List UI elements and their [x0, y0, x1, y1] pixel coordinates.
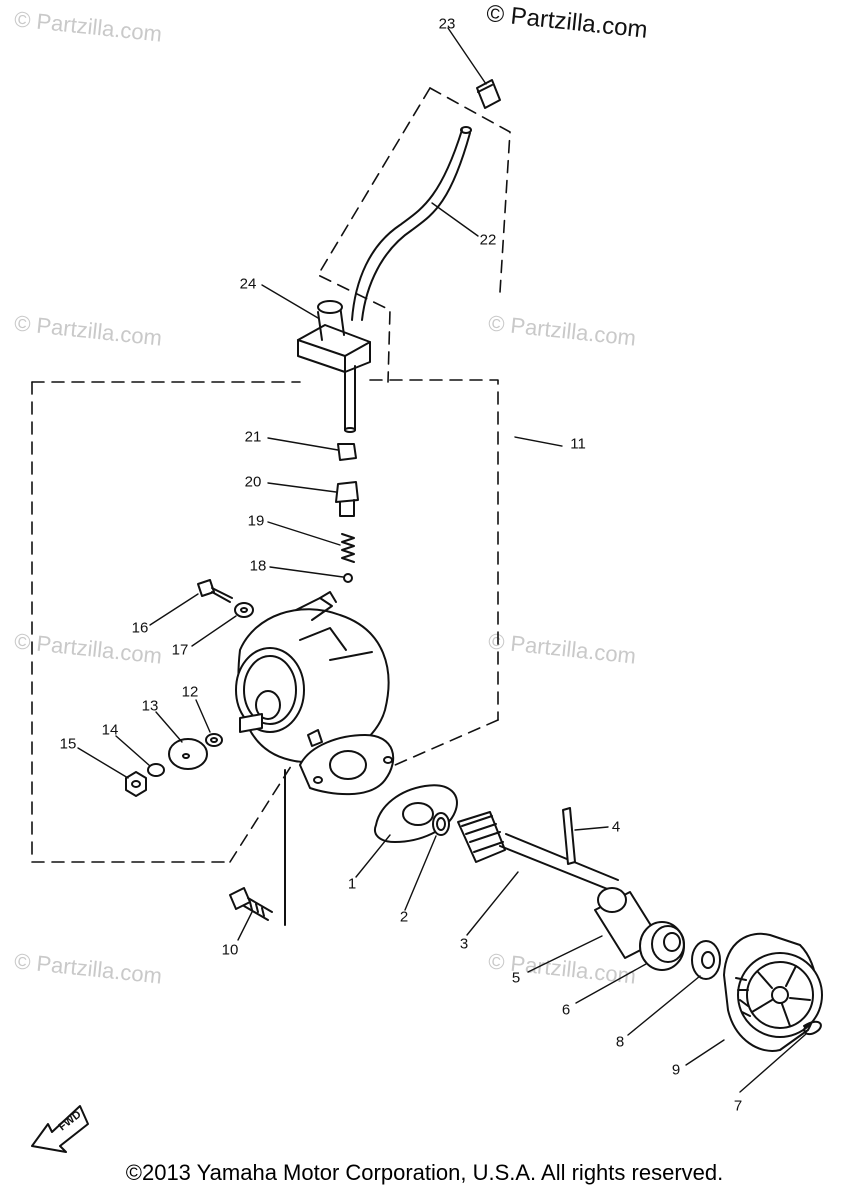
callout-5: 5 — [511, 969, 521, 987]
part-9-gear — [723, 932, 823, 1052]
callout-14: 14 — [101, 721, 119, 739]
callout-9: 9 — [671, 1061, 681, 1079]
callout-2: 2 — [399, 908, 409, 926]
callout-11: 11 — [570, 435, 586, 453]
part-15-nut — [125, 771, 147, 797]
part-20-fitting — [335, 481, 359, 517]
part-14-washer — [147, 763, 165, 777]
part-23-cap — [476, 79, 501, 109]
callout-6: 6 — [561, 1001, 571, 1019]
part-7-circlip — [803, 1020, 822, 1036]
part-4-pin — [562, 807, 576, 865]
part-13-plate — [168, 738, 208, 770]
callout-8: 8 — [615, 1033, 625, 1051]
leader-lines — [77, 27, 807, 1093]
part-19-spring — [341, 533, 355, 563]
callout-4: 4 — [611, 818, 621, 836]
part-21-nut — [337, 443, 357, 461]
part-8-washer — [691, 940, 721, 980]
part-22-pipe — [351, 126, 472, 321]
callout-24: 24 — [239, 275, 257, 293]
callout-13: 13 — [141, 697, 159, 715]
part-6-bearing — [639, 921, 685, 971]
callout-21: 21 — [244, 428, 262, 446]
callout-12: 12 — [181, 683, 199, 701]
part-2-oring — [432, 812, 450, 836]
part-16-screw — [197, 579, 233, 603]
callout-17: 17 — [171, 641, 189, 659]
callout-22: 22 — [479, 231, 497, 249]
callout-23: 23 — [438, 15, 456, 33]
callout-16: 16 — [131, 619, 149, 637]
callout-3: 3 — [459, 935, 469, 953]
part-18-ball — [343, 573, 353, 583]
fwd-arrow-icon — [31, 1105, 89, 1153]
part-3-shaft — [457, 811, 619, 891]
oil-pump-body — [235, 591, 395, 926]
callout-7: 7 — [733, 1097, 743, 1115]
copyright-footer: ©2013 Yamaha Motor Corporation, U.S.A. A… — [125, 1160, 724, 1185]
callout-15: 15 — [59, 735, 77, 753]
callout-19: 19 — [247, 512, 265, 530]
part-17-washer — [234, 602, 254, 618]
callout-1: 1 — [347, 875, 357, 893]
callout-20: 20 — [244, 473, 262, 491]
callout-10: 10 — [221, 941, 239, 959]
part-24-holder — [297, 300, 371, 433]
assembly-outline — [31, 87, 511, 863]
part-10-bolt — [229, 887, 273, 921]
part-12-washer — [205, 733, 223, 747]
callout-18: 18 — [249, 557, 267, 575]
